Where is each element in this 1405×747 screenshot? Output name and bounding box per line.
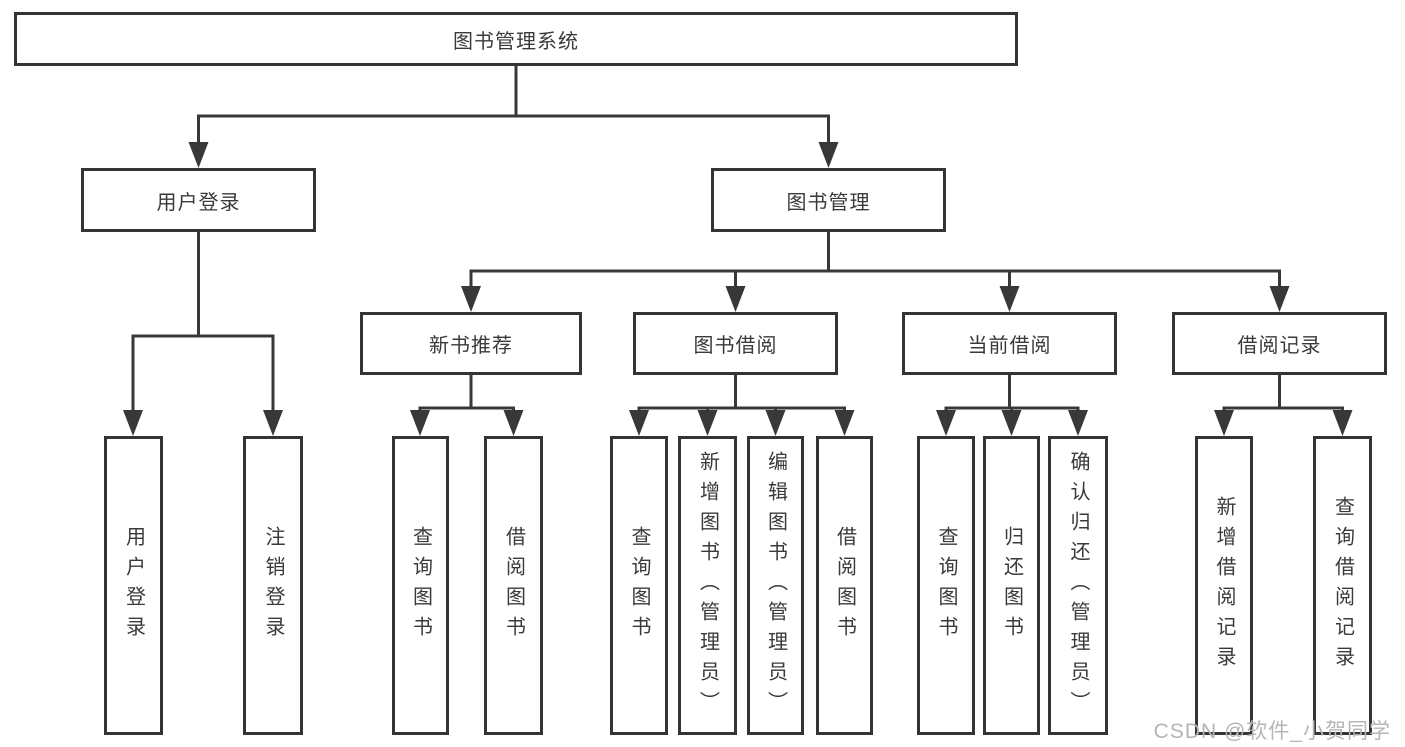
leaf-add-borrow-record-label: 新增借阅记录 <box>1213 495 1235 676</box>
leaf-query-borrow-record: 查询借阅记录 <box>1313 436 1372 735</box>
leaf-current-query-books: 查询图书 <box>917 436 975 735</box>
leaf-borrowing-query-books: 查询图书 <box>610 436 668 735</box>
node-book-borrowing-label: 图书借阅 <box>693 335 778 357</box>
leaf-logout: 注销登录 <box>243 436 303 735</box>
node-current-borrowing-label: 当前借阅 <box>967 335 1052 357</box>
node-root: 图书管理系统 <box>14 12 1018 66</box>
leaf-recommend-query-books: 查询图书 <box>392 436 449 735</box>
node-borrowing-records: 借阅记录 <box>1172 312 1387 375</box>
node-borrowing-records-label: 借阅记录 <box>1237 335 1322 357</box>
leaf-borrowing-query-books-label: 查询图书 <box>628 525 650 646</box>
node-user-login: 用户登录 <box>81 168 316 232</box>
node-root-label: 图书管理系统 <box>453 30 579 53</box>
leaf-user-login: 用户登录 <box>104 436 163 735</box>
leaf-borrow-books-label: 借阅图书 <box>833 525 856 646</box>
node-current-borrowing: 当前借阅 <box>902 312 1117 375</box>
leaf-logout-label: 注销登录 <box>262 525 284 646</box>
leaf-return-books-label: 归还图书 <box>1000 525 1023 646</box>
leaf-recommend-borrow-books: 借阅图书 <box>484 436 543 735</box>
leaf-edit-books-admin-label: 编辑图书（管理员） <box>764 450 787 721</box>
node-new-book-recommend-label: 新书推荐 <box>429 335 513 357</box>
leaf-add-borrow-record: 新增借阅记录 <box>1195 436 1253 735</box>
leaf-recommend-borrow-books-label: 借阅图书 <box>502 525 525 646</box>
leaf-current-query-books-label: 查询图书 <box>935 525 957 646</box>
leaf-add-books-admin-label: 新增图书（管理员） <box>696 450 719 721</box>
leaf-add-books-admin: 新增图书（管理员） <box>678 436 737 735</box>
leaf-recommend-query-books-label: 查询图书 <box>409 525 432 646</box>
leaf-confirm-return-admin: 确认归还（管理员） <box>1048 436 1108 735</box>
leaf-confirm-return-admin-label: 确认归还（管理员） <box>1067 450 1089 721</box>
node-new-book-recommend: 新书推荐 <box>360 312 582 375</box>
leaf-user-login-label: 用户登录 <box>122 525 145 646</box>
leaf-query-borrow-record-label: 查询借阅记录 <box>1331 495 1354 676</box>
node-book-management-label: 图书管理 <box>786 191 871 214</box>
csdn-watermark: CSDN @软件_小贺同学 <box>1153 720 1391 743</box>
node-book-borrowing: 图书借阅 <box>633 312 838 375</box>
node-user-login-label: 用户登录 <box>156 191 241 214</box>
leaf-return-books: 归还图书 <box>983 436 1040 735</box>
leaf-borrow-books: 借阅图书 <box>816 436 873 735</box>
node-book-management: 图书管理 <box>711 168 946 232</box>
leaf-edit-books-admin: 编辑图书（管理员） <box>747 436 804 735</box>
